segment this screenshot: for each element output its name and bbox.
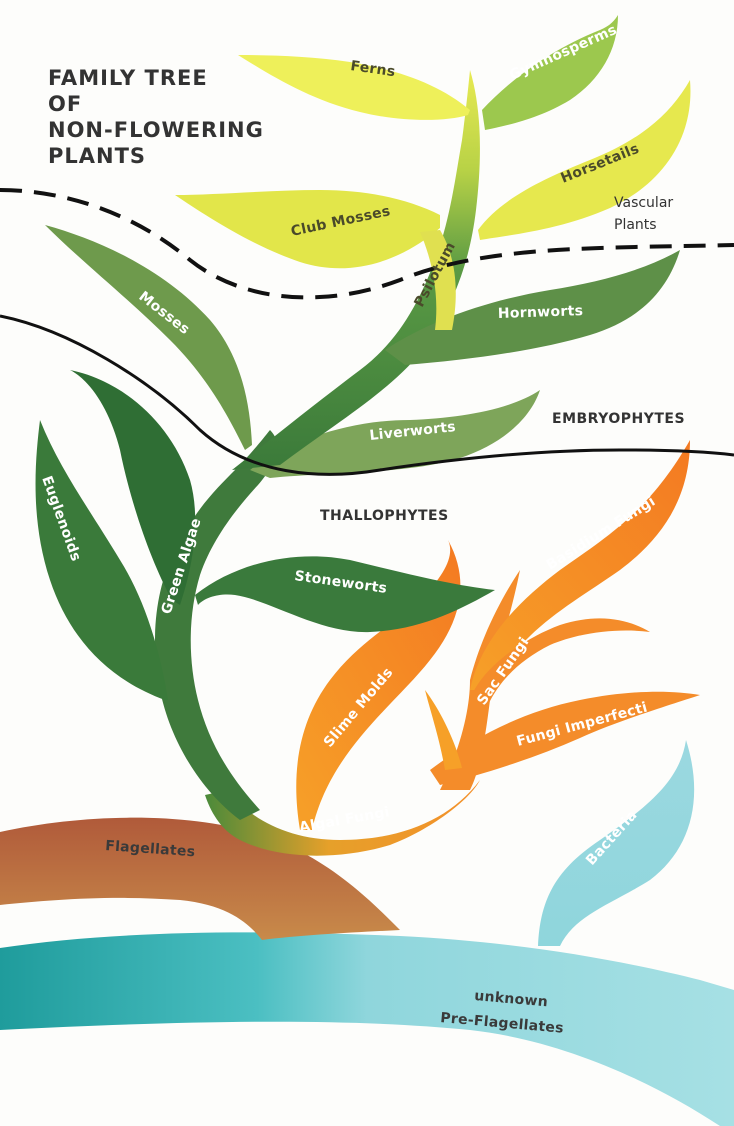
title-line-1: FAMILY TREE — [48, 66, 208, 90]
zone-vascular-line2: Plants — [614, 217, 657, 233]
sac-fungi-notch — [425, 690, 462, 770]
pre-flagellates-band — [0, 932, 734, 1126]
title-line-3: NON-FLOWERING — [48, 118, 264, 142]
label-hornworts: Hornworts — [498, 303, 584, 322]
title-line-2: OF — [48, 92, 82, 116]
zone-thallophytes: THALLOPHYTES — [320, 508, 449, 524]
title-line-4: PLANTS — [48, 144, 146, 168]
zone-embryophytes: EMBRYOPHYTES — [552, 411, 685, 427]
basidium-fungi-branch — [470, 440, 690, 690]
zone-vascular-line1: Vascular — [614, 195, 673, 211]
flagellates-branch — [0, 818, 400, 940]
